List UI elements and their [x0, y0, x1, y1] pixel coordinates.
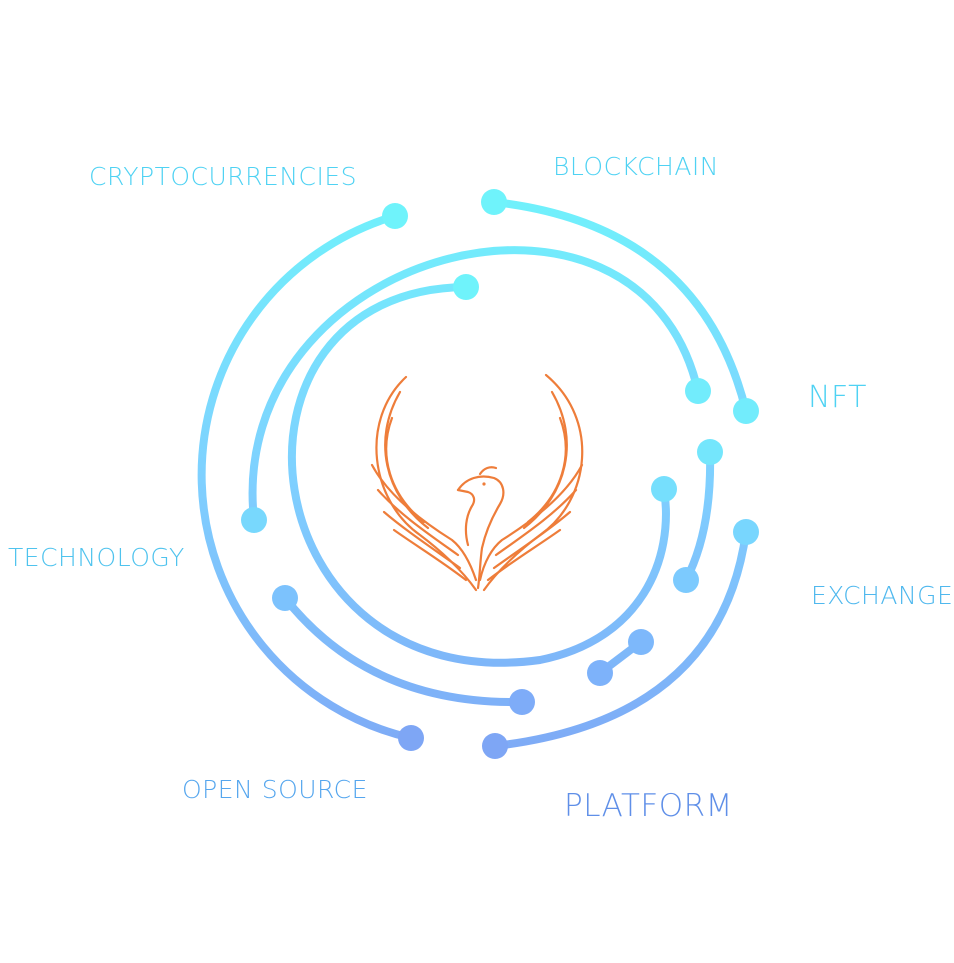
label-blockchain: BLOCKCHAIN: [553, 152, 719, 181]
label-nft: NFT: [808, 380, 867, 415]
node-dot: [398, 725, 424, 751]
lower-right-arc: [491, 528, 750, 750]
node-dot: [509, 689, 535, 715]
lower-left-arc: [281, 594, 526, 707]
node-dot: [587, 660, 613, 686]
exchange-trace: [682, 448, 715, 584]
node-dot: [697, 439, 723, 465]
node-dot: [733, 519, 759, 545]
inner-arc: [287, 283, 670, 667]
label-platform: PLATFORM: [564, 788, 733, 824]
outer-arc-right: [490, 198, 750, 415]
label-technology: TECHNOLOGY: [8, 543, 185, 572]
node-dot: [482, 733, 508, 759]
label-exchange: EXCHANGE: [811, 581, 953, 610]
node-dot: [673, 567, 699, 593]
node-dot: [628, 629, 654, 655]
phoenix-icon: [370, 373, 584, 592]
node-dot: [453, 274, 479, 300]
node-dot: [733, 398, 759, 424]
node-dot: [651, 476, 677, 502]
node-dot: [272, 585, 298, 611]
outer-arc-left: [197, 212, 415, 742]
middle-arc-top: [248, 246, 702, 524]
label-open-source: OPEN SOURCE: [182, 775, 368, 804]
node-dot: [241, 507, 267, 533]
node-dot: [481, 189, 507, 215]
node-dot: [382, 203, 408, 229]
node-dot: [685, 378, 711, 404]
label-cryptocurrencies: CRYPTOCURRENCIES: [89, 162, 357, 191]
